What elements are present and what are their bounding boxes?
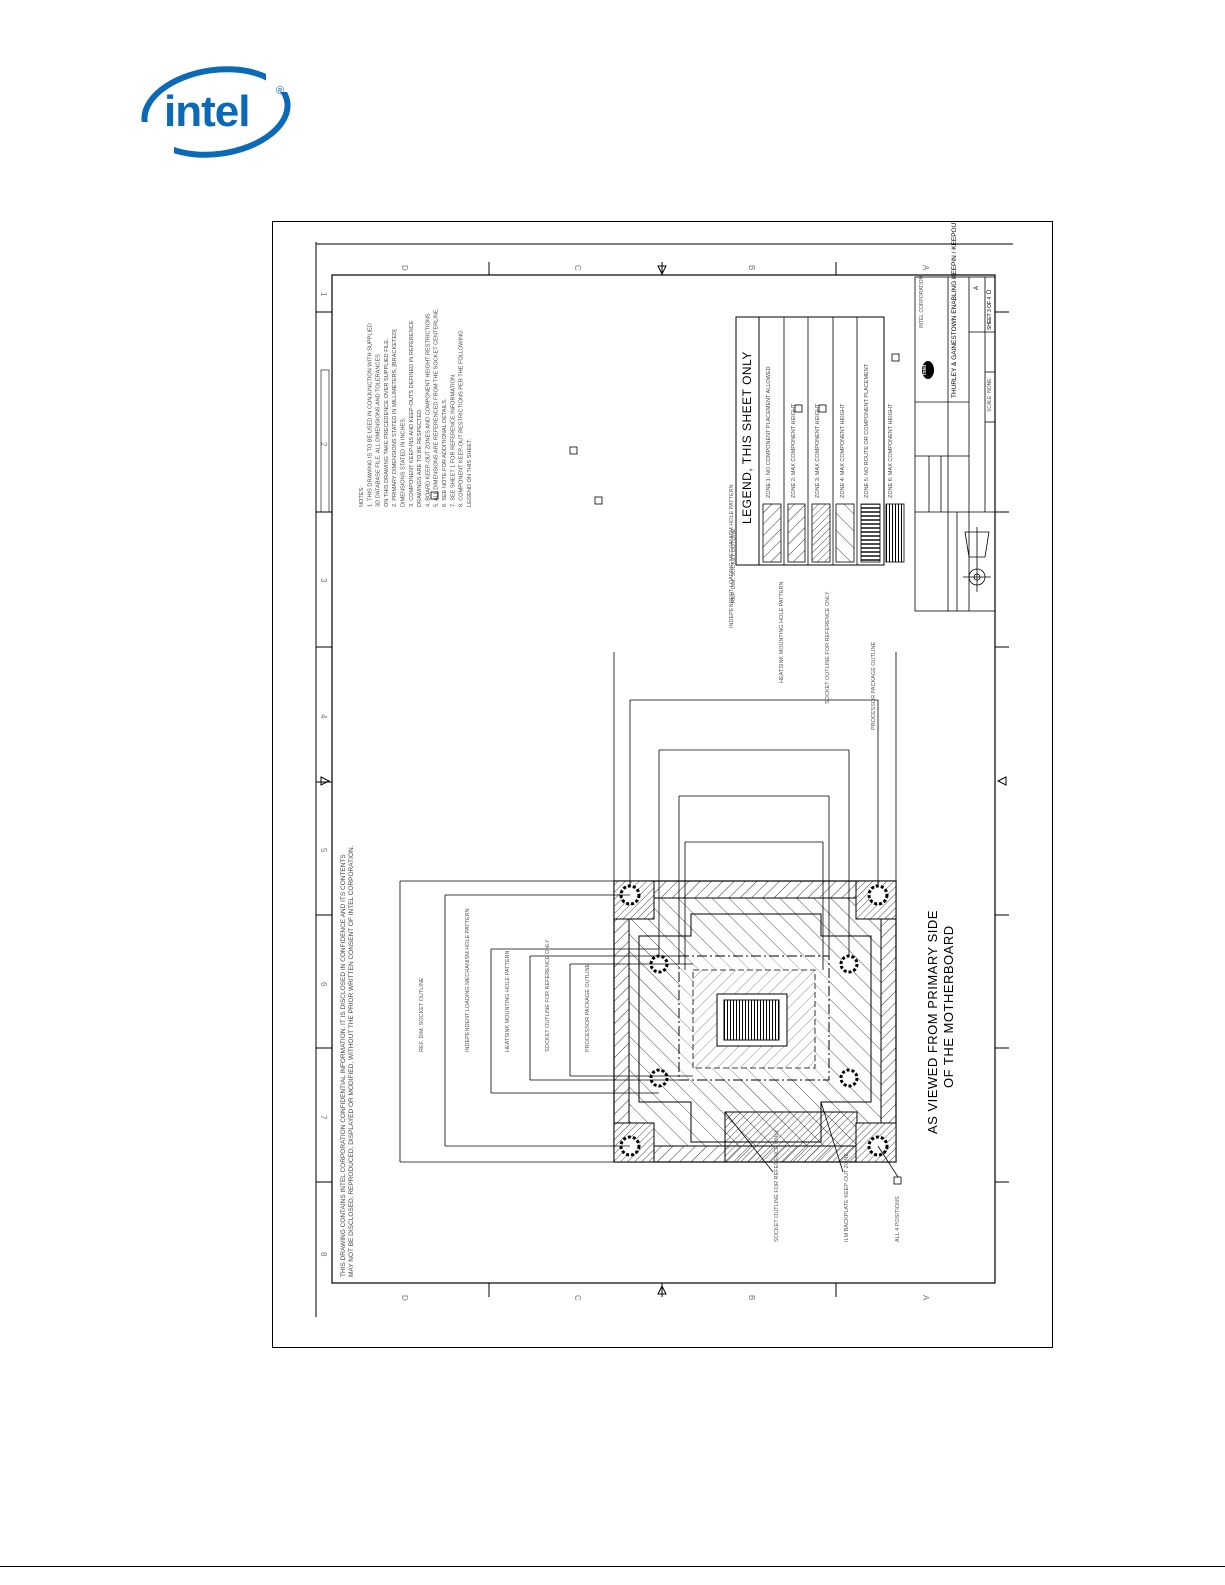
- socket-keepout-area: [613, 880, 897, 1163]
- legend-item: ZONE 4: MAX COMPONENT HEIGHT: [840, 403, 846, 498]
- callout-labels: SOCKET OUTLINE FOR REFERENCE ONLY ILM BAC…: [774, 1129, 901, 1242]
- footer-rule: [0, 1566, 1225, 1567]
- note-line: 8. COMPONENT KEEP-OUT RESTRICTIONS PER T…: [459, 330, 465, 507]
- legend-swatch-2: [787, 503, 806, 563]
- note-line: DRAWINGS ARE TO BE RESPECTED.: [417, 408, 423, 507]
- note-line: 3. COMPONENT KEEP-INS AND KEEP-OUTS DEFI…: [409, 320, 415, 507]
- zone-side-label: 1: [319, 292, 328, 297]
- legend-items: ZONE 1: NO COMPONENT PLACEMENT ALLOWED ZO…: [766, 363, 894, 498]
- zone-bottom-label: B: [747, 1295, 756, 1300]
- vertical-dimension-label: SOCKET OUTLINE FOR REFERENCE ONLY: [545, 939, 551, 1052]
- note-line: 4. BOARD KEEP-OUT ZONES AND COMPONENT HE…: [425, 313, 431, 507]
- title-block-company: INTEL CORPORATION: [919, 275, 925, 328]
- center-marks: [320, 265, 1007, 1295]
- legend-item: ZONE 2: MAX COMPONENT HEIGHT: [791, 403, 797, 498]
- mechanical-drawing: D C B A D C B A 8 7 6 5 4 3 2 1 THIS DRA…: [315, 222, 1013, 1317]
- callout-leaders: [724, 1101, 902, 1185]
- horizontal-dimension-label: SOCKET OUTLINE FOR REFERENCE ONLY: [825, 591, 831, 704]
- legend-item: ZONE 3: MAX COMPONENT HEIGHT: [815, 403, 821, 498]
- legend-swatch-4: [835, 503, 855, 563]
- zone-bottom-label: A: [921, 1295, 930, 1301]
- zone-side-label: 5: [319, 848, 328, 853]
- zone-side-label: 8: [319, 1252, 328, 1257]
- zone-top-label: D: [400, 265, 409, 271]
- zone-top-label: C: [573, 265, 582, 271]
- inner-border: [331, 274, 996, 1284]
- title-block-scale: SCALE: NONE: [987, 378, 993, 412]
- zone-side-label: 3: [319, 578, 328, 583]
- note-line: 6. SEE NOTE FOR ADDITIONAL DETAILS.: [442, 398, 448, 507]
- vertical-dimension-label: PROCESSOR PACKAGE OUTLINE: [585, 963, 591, 1052]
- vertical-dimensions: [399, 880, 693, 1163]
- horizontal-dimension-label: HEATSINK MOUNTING HOLE PATTERN: [779, 582, 785, 683]
- vertical-dimension-label: REF. DIM. SOCKET OUTLINE: [419, 977, 425, 1052]
- svg-text:intel: intel: [164, 87, 249, 136]
- vertical-dimension-labels: REF. DIM. SOCKET OUTLINE INDEPENDENT LOAD…: [419, 908, 591, 1052]
- callout-label: ILM BACKPLATE KEEP-OUT ZONE: [844, 1153, 850, 1242]
- zone-side-label: 2: [319, 442, 328, 447]
- intel-logo-mark: intel ®: [138, 62, 300, 162]
- confidential-line: MAY NOT BE DISCLOSED, REPRODUCED, DISPLA…: [348, 845, 355, 1277]
- horizontal-dimensions: [613, 652, 897, 970]
- note-line: ON THIS DRAWING TAKE PRECEDENCE OVER SUP…: [384, 338, 390, 507]
- intel-badge: intel: [922, 361, 934, 379]
- confidential-line: THIS DRAWING CONTAINS INTEL CORPORATION …: [340, 854, 347, 1277]
- callout-label: ALL 4 POSITIONS: [895, 1196, 901, 1242]
- legend-box: LEGEND, THIS SHEET ONLY ZONE 1: NO COMPO…: [735, 316, 905, 566]
- legend-title: LEGEND, THIS SHEET ONLY: [740, 351, 754, 524]
- zone-labels: D C B A D C B A 8 7 6 5 4 3 2 1: [319, 265, 930, 1301]
- zone-side-label: 4: [319, 714, 328, 719]
- legend-checkbox: [794, 404, 803, 413]
- zone-bottom-label: C: [573, 1295, 582, 1301]
- zone-side-label: 7: [319, 1115, 328, 1120]
- zone-top-label: B: [747, 265, 756, 270]
- legend-swatch-5: [860, 503, 881, 563]
- legend-swatch-6: [885, 503, 905, 563]
- legend-checkbox: [891, 353, 900, 362]
- zone-side-label: 6: [319, 982, 328, 987]
- note-line: 1. THIS DRAWING IS TO BE USED IN CONJUNC…: [367, 323, 373, 507]
- zone-ticks-top: [316, 262, 1009, 1297]
- note-line: 3D DATABASE FILE. ALL DIMENSIONS AND TOL…: [376, 354, 382, 507]
- title-block-rev: A: [974, 286, 980, 290]
- intel-logo: intel ®: [138, 62, 300, 162]
- zone-bottom-label: D: [400, 1295, 409, 1301]
- vertical-dimension-label: HEATSINK MOUNTING HOLE PATTERN: [505, 951, 511, 1052]
- note-checkbox: [594, 496, 603, 505]
- view-label: OF THE MOTHERBOARD: [941, 925, 956, 1088]
- note-line: 2. PRIMARY DIMENSIONS STATED IN MILLIMET…: [392, 329, 398, 507]
- note-line: DIMENSIONS STATED IN INCHES.: [401, 417, 407, 507]
- note-line: LEGEND ON THIS SHEET.: [467, 438, 473, 507]
- title-block-title: THURLEY & GAINESTOWN ENABLING KEEPIN / K…: [951, 222, 958, 398]
- projection-symbol: [963, 527, 991, 592]
- legend-checkbox: [818, 404, 827, 413]
- legend-swatch-1: [762, 503, 782, 563]
- svg-text:intel: intel: [922, 364, 928, 375]
- horizontal-dimension-label: PROCESSOR PACKAGE OUTLINE: [871, 641, 877, 730]
- note-line: 7. SEE SHEET 1 FOR REFERENCE INFORMATION…: [450, 373, 456, 507]
- callout-label: SOCKET OUTLINE FOR REFERENCE ONLY: [774, 1129, 780, 1242]
- drawing-sheet: D C B A D C B A 8 7 6 5 4 3 2 1 THIS DRA…: [272, 221, 1053, 1348]
- confidential-note: THIS DRAWING CONTAINS INTEL CORPORATION …: [340, 845, 355, 1277]
- vertical-dimension-label: INDEPENDENT LOADING MECHANISM HOLE PATTE…: [465, 908, 471, 1052]
- horizontal-dimension-label: INDEPENDENT LOADING MECHANISM HOLE PATTE…: [729, 484, 735, 628]
- zone-top-label: A: [921, 265, 930, 271]
- legend-swatch-3: [811, 503, 831, 563]
- revision-strip: [320, 369, 330, 513]
- note-line: 5. ALL DIMENSIONS ARE REFERENCED FROM TH…: [434, 307, 440, 507]
- note-line: NOTES:: [359, 486, 365, 507]
- note-checkbox: [430, 491, 439, 500]
- svg-text:®: ®: [276, 85, 284, 97]
- horizontal-dimension-label: REF. DIM. SOCKET OUTLINE: [731, 528, 737, 603]
- note-checkbox: [569, 446, 578, 455]
- title-block-sheet: SHEET 3 OF 4: [987, 297, 993, 330]
- legend-item: ZONE 5: NO ROUTE OR COMPONENT PLACEMENT: [864, 363, 870, 498]
- title-block-size: D: [987, 289, 993, 294]
- notes-block: NOTES:1. THIS DRAWING IS TO BE USED IN C…: [359, 307, 473, 507]
- legend-item: ZONE 6: MAX COMPONENT HEIGHT: [888, 403, 894, 498]
- legend-item: ZONE 1: NO COMPONENT PLACEMENT ALLOWED: [766, 366, 772, 498]
- view-label: AS VIEWED FROM PRIMARY SIDE: [925, 910, 940, 1134]
